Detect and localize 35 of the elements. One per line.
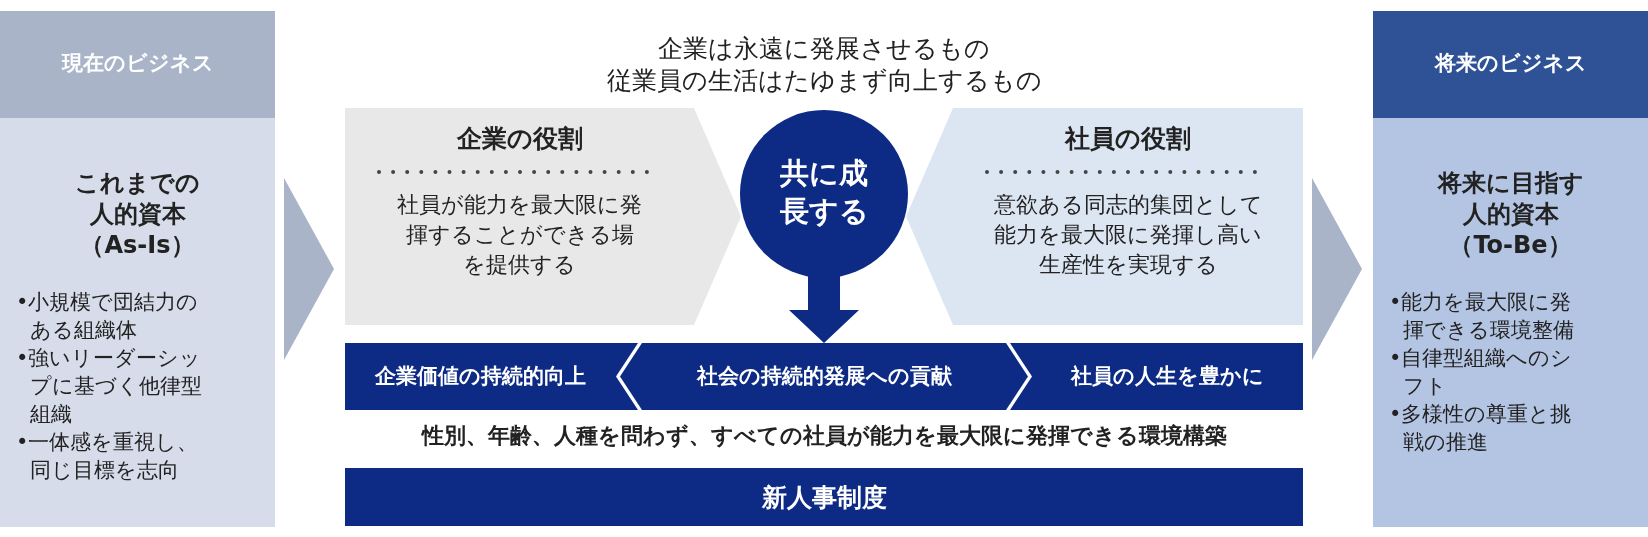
bullet-item: •小規模で団結力のある組織体 <box>16 289 200 344</box>
slogan-line: 企業は永遠に発展させるもの <box>657 33 991 65</box>
policy-text: 性別、年齢、人種を問わず、すべての社員が能力を最大限に発揮できる環境構築 <box>420 422 1228 450</box>
chevron-arrow <box>284 178 334 360</box>
bullet-item: •能力を最大限に発揮できる環境整備 <box>1389 289 1575 344</box>
panel-heading: 将来に目指す人的資本（To-Be） <box>1436 168 1585 261</box>
panel-header <box>1373 11 1648 118</box>
bullet-item: •強いリーダーシップに基づく他律型組織 <box>16 345 203 428</box>
role-heading: 社員の役割 <box>1063 123 1192 155</box>
role-pentagon <box>906 108 1303 325</box>
band-text: 企業価値の持続的向上 <box>374 363 587 390</box>
panel <box>0 118 275 527</box>
panel <box>1373 118 1648 527</box>
bullet-item: •一体感を重視し、同じ目標を志向 <box>16 429 200 484</box>
role-description: 社員が能力を最大限に発揮することができる場を提供する <box>396 191 643 279</box>
role-description: 意欲ある同志的集団として能力を最大限に発揮し高い生産性を実現する <box>993 191 1263 279</box>
system-bar <box>345 468 1303 526</box>
role-heading: 企業の役割 <box>455 123 584 155</box>
value-band <box>1010 343 1303 410</box>
panel-heading: これまでの人的資本（As-Is） <box>75 168 200 261</box>
panel-title: 将来のビジネス <box>1433 50 1588 77</box>
band-text: 社会の持続的発展への貢献 <box>695 363 953 390</box>
circle-text: 共に成長する <box>778 155 870 230</box>
chevron-arrow <box>1312 178 1362 360</box>
value-hexagon <box>620 343 1028 410</box>
slogan-line: 従業員の生活はたゆまず向上するもの <box>605 65 1043 97</box>
band-text: 社員の人生を豊かに <box>1069 363 1265 390</box>
bar-text: 新人事制度 <box>760 482 888 514</box>
value-band <box>345 343 638 410</box>
bullet-item: •自律型組織へのシフト <box>1389 345 1574 400</box>
panel-header <box>0 11 275 118</box>
block-arrow <box>789 276 859 343</box>
role-pentagon <box>345 108 741 325</box>
panel-title: 現在のビジネス <box>60 50 215 77</box>
bullet-item: •多様性の尊重と挑戦の推進 <box>1389 401 1573 456</box>
